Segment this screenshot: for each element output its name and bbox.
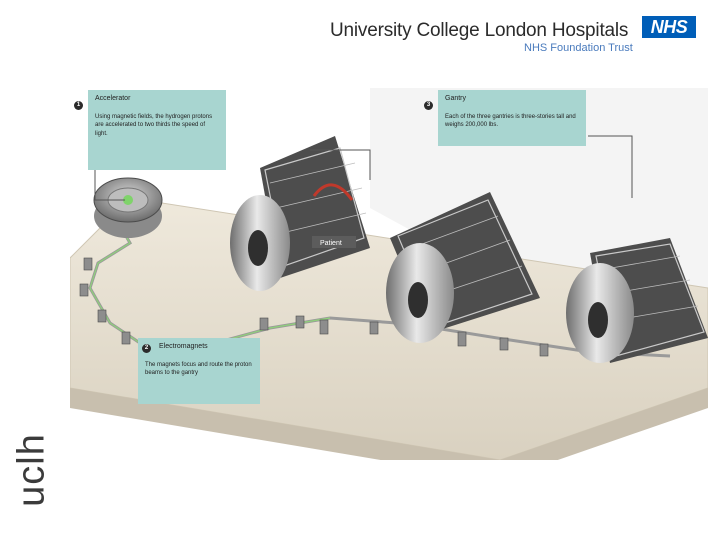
org-subtitle: NHS Foundation Trust (524, 42, 633, 54)
electromagnets-title: Electromagnets (145, 343, 253, 352)
accelerator-cyclotron (94, 178, 162, 238)
accelerator-title: Accelerator (95, 95, 219, 104)
nhs-logo: NHS (642, 16, 696, 38)
accelerator-description: Using magnetic fields, the hydrogen prot… (95, 114, 212, 137)
gantry-title: Gantry (445, 95, 579, 104)
org-title: University College London Hospitals (330, 20, 628, 42)
callout-number-2: 2 (142, 344, 151, 353)
brand-logo-text: uclh (11, 433, 54, 507)
callout-number-3: 3 (424, 101, 433, 110)
accelerator-callout: Accelerator Using magnetic fields, the h… (88, 90, 226, 170)
gantry-description: Each of the three gantries is three-stor… (445, 114, 576, 129)
gantry-callout: Gantry Each of the three gantries is thr… (438, 90, 586, 146)
electromagnets-description: The magnets focus and route the proton b… (145, 362, 252, 377)
patient-label: Patient (320, 240, 342, 247)
brand-logo-vertical: uclh (12, 415, 52, 525)
callout-number-1: 1 (74, 101, 83, 110)
electromagnets-callout: Electromagnets The magnets focus and rou… (138, 338, 260, 404)
